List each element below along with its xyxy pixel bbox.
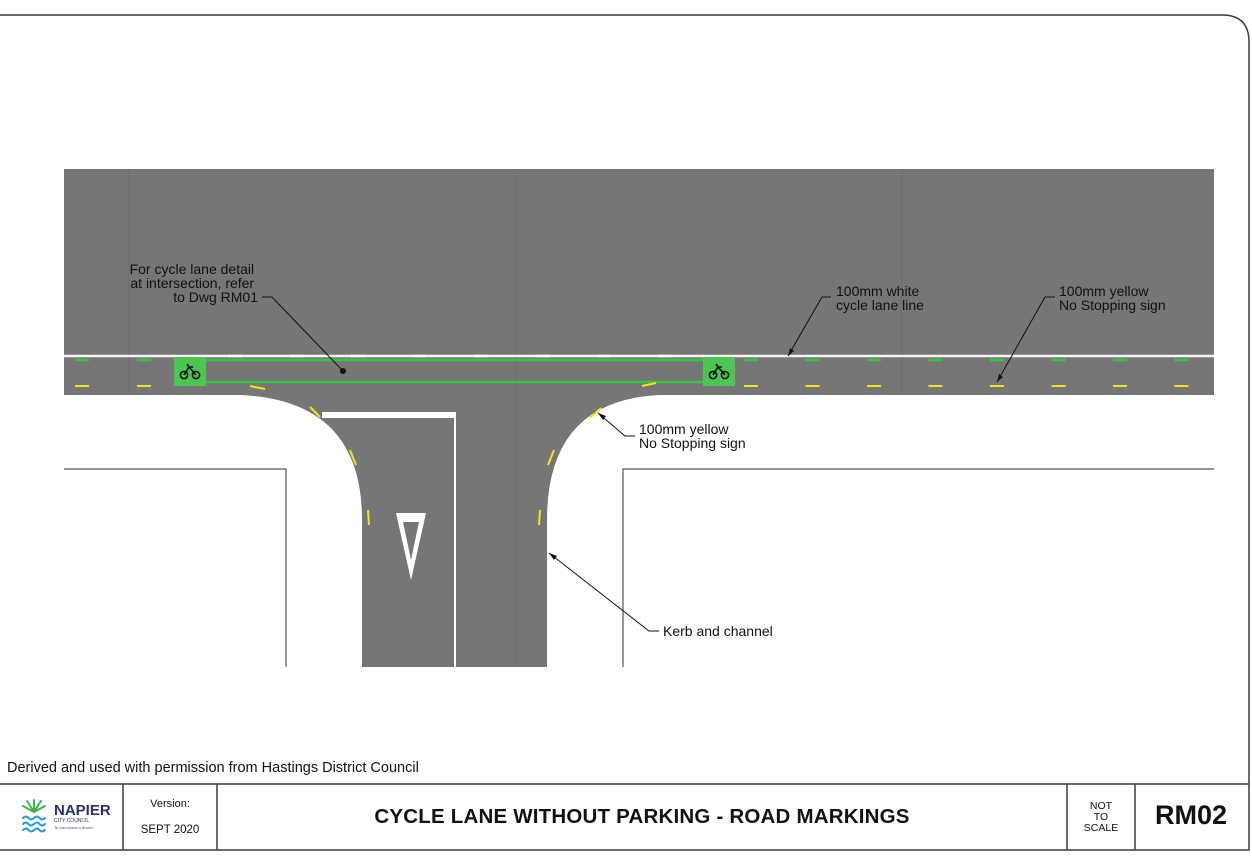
annotation-kerb: Kerb and channel [663, 623, 773, 639]
title-block-grid [0, 783, 1249, 850]
leader-lines [262, 296, 1055, 632]
give-way-triangle-icon [396, 513, 426, 580]
drawing-title: CYCLE LANE WITHOUT PARKING - ROAD MARKIN… [374, 805, 910, 828]
road-surface [64, 169, 1214, 667]
drawing-number: RM02 [1154, 799, 1228, 830]
sheet-border [0, 14, 1250, 851]
yellow-corner-dashes [249, 382, 657, 526]
scale-line-1: NOT [1089, 799, 1113, 812]
bicycle-symbol-icon [174, 357, 206, 386]
scale-cell: NOT TO SCALE [1067, 786, 1135, 848]
bicycle-symbol-icon [703, 357, 735, 386]
property-boundaries [64, 468, 1214, 667]
version-label: Version: [150, 798, 190, 810]
scale-line-3: SCALE [1083, 821, 1119, 834]
title-cell: CYCLE LANE WITHOUT PARKING - ROAD MARKIN… [217, 786, 1067, 848]
main-road [64, 169, 1214, 395]
logo-text: NAPIER CITY COUNCIL Te Kaunihera o Ahuri… [54, 800, 120, 834]
logo-tagline: Te Kaunihera o Ahuriri [54, 825, 94, 830]
annotation-white-line: 100mm white cycle lane line [836, 283, 924, 313]
side-road [240, 395, 660, 667]
version-value: SEPT 2020 [140, 824, 200, 836]
annotation-yellow-top: 100mm yellow No Stopping sign [1059, 283, 1166, 313]
annotation-cycle-detail: For cycle lane detail at intersection, r… [130, 261, 259, 305]
green-lane-through-intersection [206, 358, 703, 384]
napier-logo-icon [22, 799, 46, 833]
panel-seams [128, 169, 903, 667]
annotation-yellow-corner: 100mm yellow No Stopping sign [639, 421, 746, 451]
drawing-number-cell: RM02 [1135, 786, 1247, 844]
version-cell: Version: SEPT 2020 [123, 786, 217, 848]
credit-text: Derived and used with permission from Ha… [7, 760, 419, 776]
logo-sub: CITY COUNCIL [54, 818, 90, 824]
logo-name: NAPIER [54, 802, 111, 819]
leader-arrowheads [340, 348, 1003, 560]
limit-line [322, 412, 454, 418]
scale-line-2: TO [1093, 810, 1109, 823]
